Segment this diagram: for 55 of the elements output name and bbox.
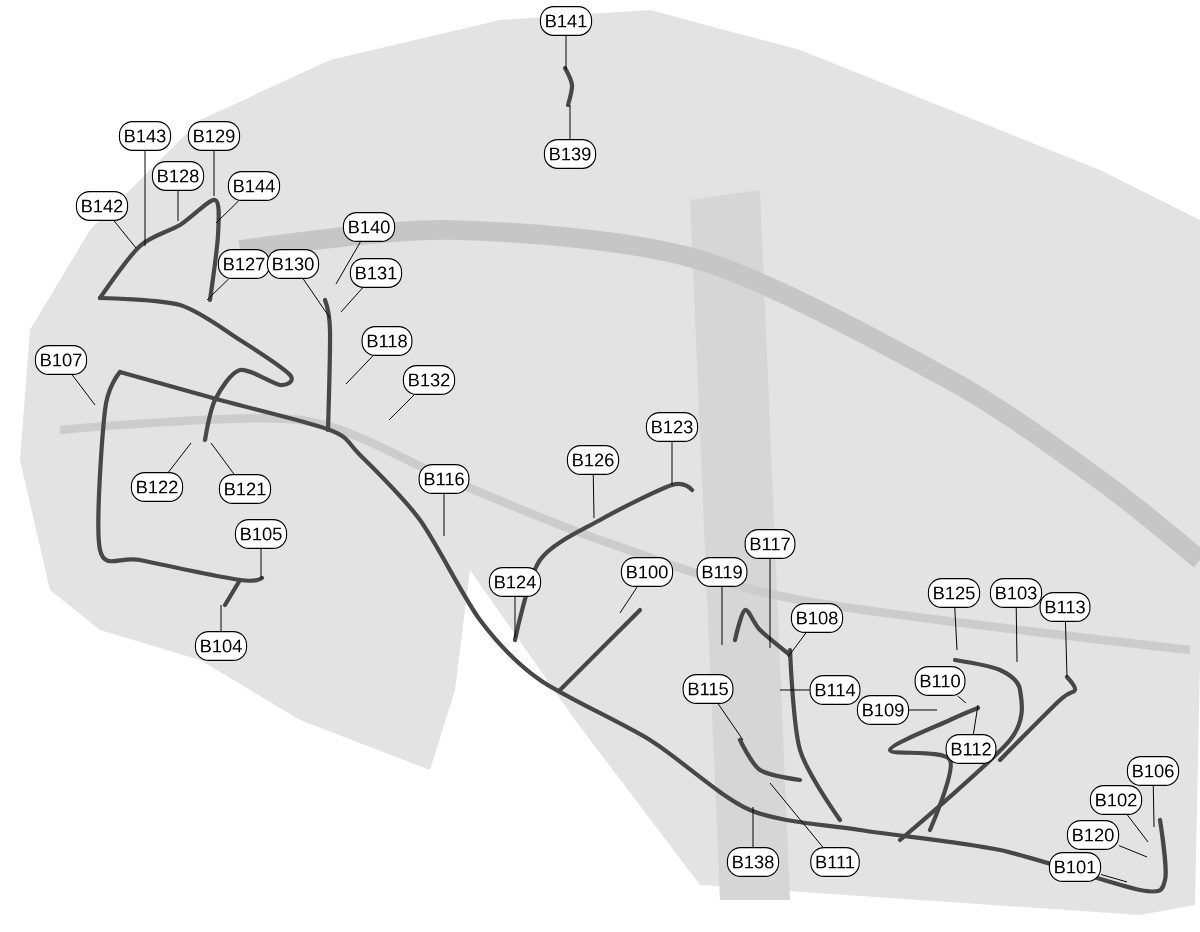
callout-label: B142 bbox=[75, 191, 129, 221]
leader-line bbox=[972, 704, 979, 735]
callout-label: B115 bbox=[682, 674, 734, 704]
leader-line bbox=[769, 558, 771, 649]
leader-line bbox=[569, 104, 571, 140]
leader-line bbox=[514, 596, 516, 639]
leader-line bbox=[220, 604, 222, 632]
callout-label: B119 bbox=[696, 557, 748, 587]
leader-line bbox=[1064, 621, 1068, 678]
leader-line bbox=[335, 241, 361, 285]
callout-label: B113 bbox=[1039, 592, 1091, 622]
leader-line bbox=[443, 493, 445, 537]
callout-label: B114 bbox=[809, 675, 861, 705]
callout-label: B117 bbox=[744, 529, 796, 559]
leader-line bbox=[1118, 845, 1148, 858]
leader-line bbox=[168, 442, 192, 473]
leader-line bbox=[302, 278, 331, 319]
leader-line bbox=[721, 586, 723, 646]
leader-line bbox=[1126, 814, 1149, 843]
leader-line bbox=[1152, 785, 1155, 828]
leader-line bbox=[671, 441, 673, 486]
leader-line bbox=[113, 220, 137, 249]
leader-line bbox=[340, 287, 364, 313]
callout-label: B118 bbox=[361, 326, 413, 356]
callout-label: B141 bbox=[539, 6, 593, 36]
callout-label: B110 bbox=[914, 666, 966, 696]
leader-line bbox=[787, 632, 807, 658]
leader-line bbox=[779, 689, 811, 691]
leader-line bbox=[260, 548, 262, 580]
callout-label: B129 bbox=[187, 121, 241, 151]
leader-line bbox=[717, 703, 744, 741]
leader-line bbox=[592, 474, 595, 519]
leader-line bbox=[954, 607, 958, 651]
leader-line bbox=[71, 374, 96, 406]
leader-line bbox=[345, 355, 374, 385]
leader-line bbox=[177, 190, 179, 222]
callout-label: B128 bbox=[151, 161, 205, 191]
callout-label: B112 bbox=[945, 734, 997, 764]
leader-line bbox=[565, 35, 567, 71]
callout-label: B104 bbox=[194, 631, 248, 661]
leader-line bbox=[769, 782, 824, 848]
leader-line bbox=[210, 442, 235, 475]
leader-line bbox=[206, 278, 230, 301]
leader-line bbox=[752, 806, 754, 848]
callout-label: B116 bbox=[418, 464, 470, 494]
leader-line bbox=[619, 586, 638, 614]
callout-label: B143 bbox=[118, 121, 172, 151]
leader-line bbox=[1100, 874, 1128, 883]
leader-line bbox=[1015, 607, 1018, 663]
leader-line bbox=[957, 695, 967, 704]
leader-line bbox=[144, 150, 146, 247]
leader-line bbox=[908, 709, 938, 711]
leader-line bbox=[215, 200, 240, 224]
leader-line bbox=[388, 394, 415, 421]
leader-line bbox=[213, 150, 215, 197]
